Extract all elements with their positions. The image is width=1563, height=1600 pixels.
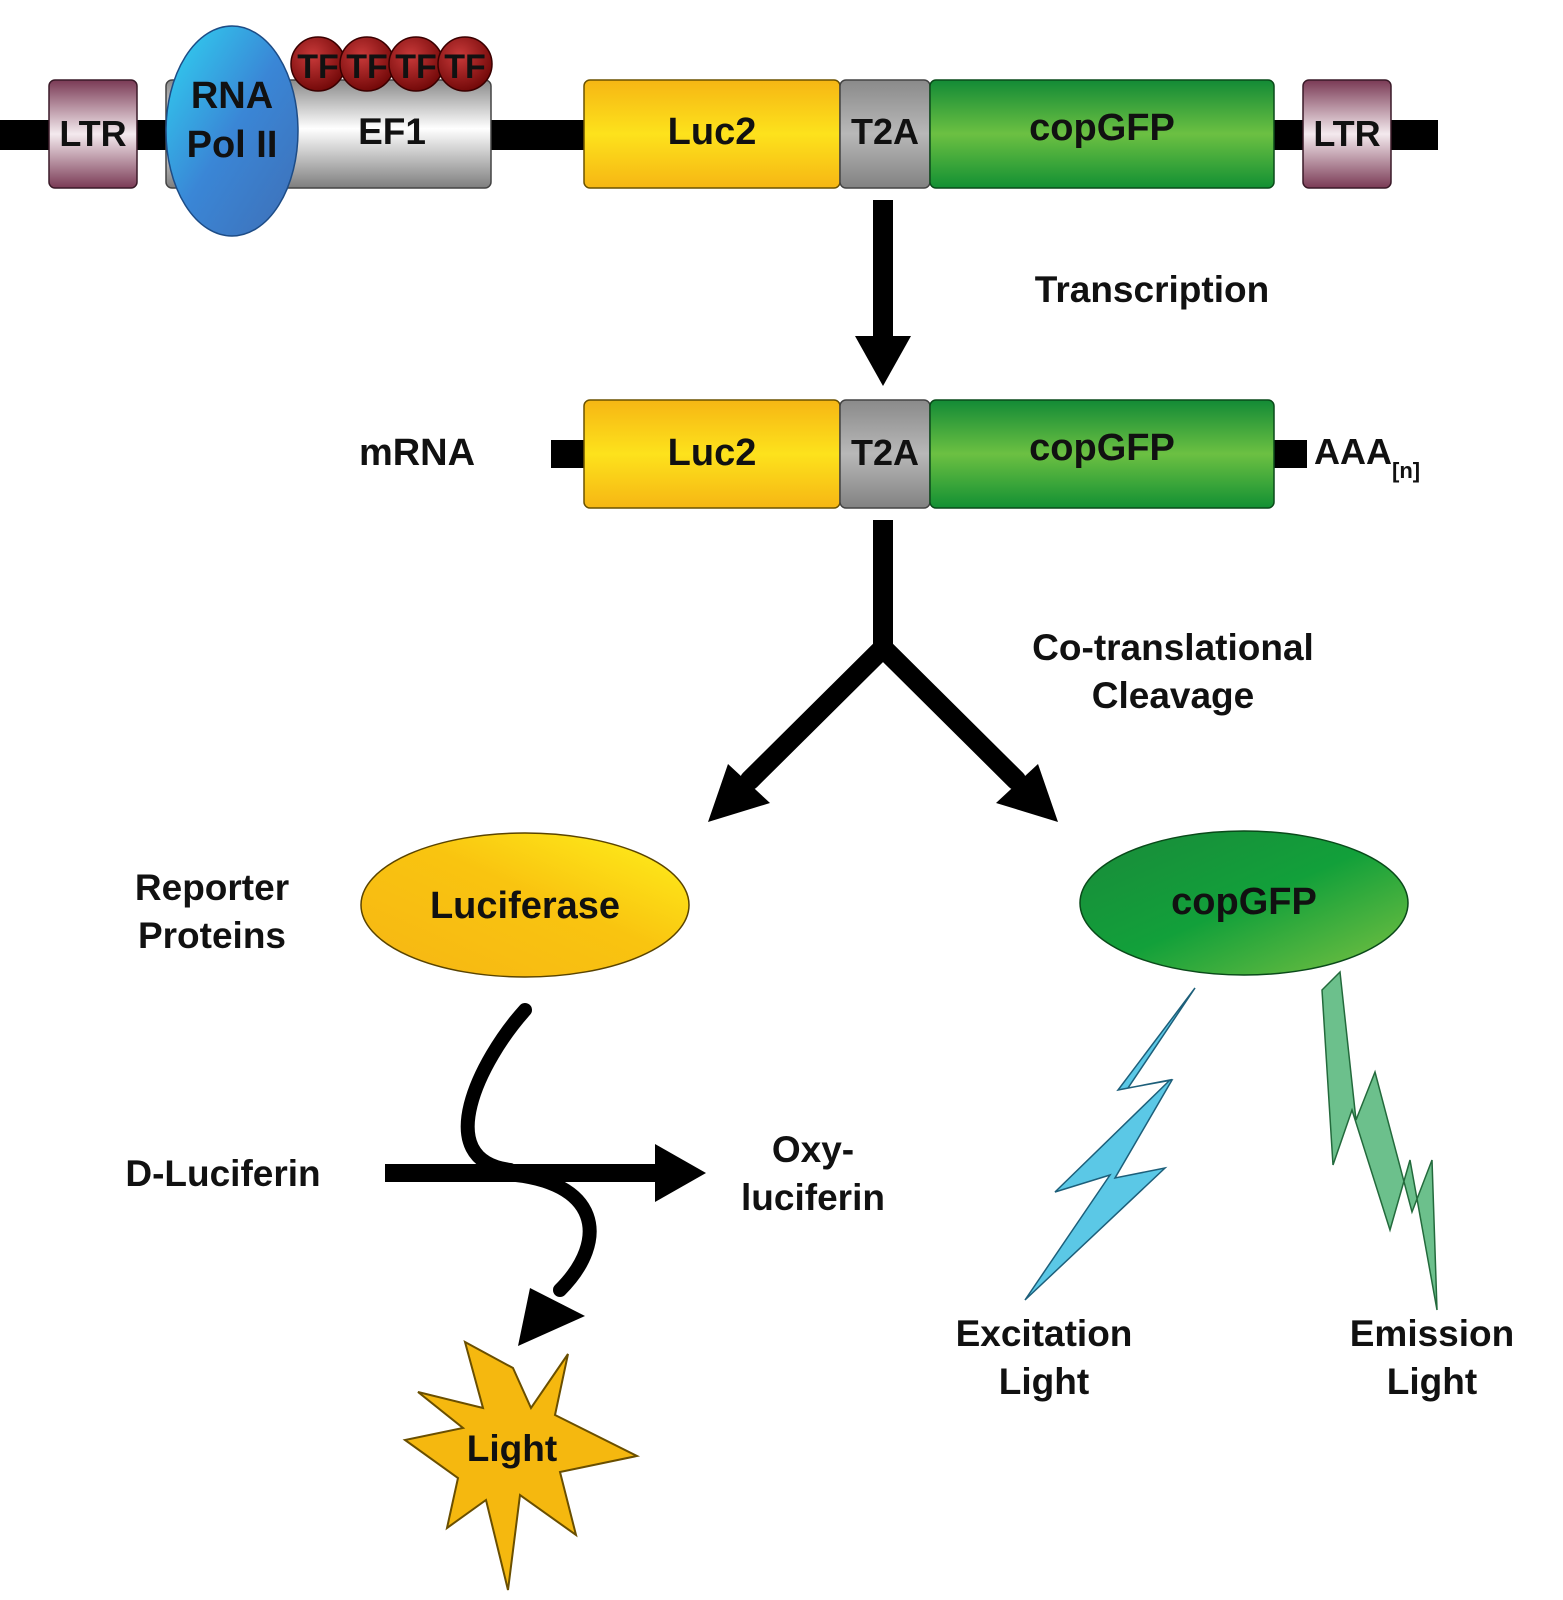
dna-construct: LTR EF1 TF TF TF TF RNA Pol II Luc2 [0,25,1438,237]
mrna-label: mRNA [359,432,475,474]
copgfp-gene-label: copGFP [1029,107,1175,149]
light-burst-star: Light [402,1340,641,1591]
oxyluciferin-label-line1: Oxy- [772,1129,854,1170]
ltr-left-box: LTR [48,79,138,189]
t2a-label: T2A [851,111,919,152]
ltr-left-label: LTR [59,113,126,154]
polya-tail-label: AAA[n] [1314,431,1420,483]
tf-label-2: TF [346,48,388,86]
emission-label-line2: Light [1387,1361,1477,1402]
ef1-promoter-label: EF1 [358,111,426,152]
tf-label-1: TF [297,48,339,86]
mrna-copgfp-label: copGFP [1029,427,1175,469]
tf-label-3: TF [395,48,437,86]
mrna-construct: mRNA Luc2 T2A copGFP AAA[n] [359,399,1420,509]
reporter-proteins-line1: Reporter [135,867,289,908]
rna-pol-label-line1: RNA [191,75,273,117]
luciferase-label: Luciferase [430,885,620,927]
mrna-luc2-label: Luc2 [668,432,757,474]
luciferase-protein-oval: Luciferase [360,832,690,978]
reporter-proteins-line2: Proteins [138,915,286,956]
copgfp-gene-box: copGFP [929,79,1275,189]
polya-subscript: [n] [1392,458,1420,483]
emission-light-bolt [1321,970,1438,1311]
ltr-right-box: LTR [1302,79,1392,189]
oxyluciferin-label-line2: luciferin [741,1177,885,1218]
mrna-copgfp-box: copGFP [929,399,1275,509]
copgfp-protein-oval: copGFP [1079,830,1409,976]
d-luciferin-label: D-Luciferin [125,1153,320,1194]
mrna-luc2-box: Luc2 [583,399,841,509]
cleavage-label-line2: Cleavage [1092,675,1255,716]
t2a-box: T2A [839,79,931,189]
transcription-arrow [855,200,911,386]
polya-text: AAA [1314,431,1392,472]
excitation-light-bolt [1024,987,1196,1301]
rna-pol-label-line2: Pol II [187,124,278,166]
transcription-factors: TF TF TF TF [290,36,493,92]
transcription-label: Transcription [1035,269,1269,310]
luc2-gene-label: Luc2 [668,111,757,153]
excitation-label-line2: Light [999,1361,1089,1402]
rna-pol-ii-oval: RNA Pol II [165,25,299,237]
cleavage-fork-arrows [708,520,1058,822]
cleavage-label-line1: Co-translational [1032,627,1314,668]
mrna-t2a-label: T2A [851,432,919,473]
excitation-label-line1: Excitation [956,1313,1133,1354]
mrna-t2a-box: T2A [839,399,931,509]
luc2-gene-box: Luc2 [583,79,841,189]
light-burst-label: Light [467,1428,557,1469]
luciferase-reaction-arrows [385,1003,706,1346]
copgfp-protein-label: copGFP [1171,881,1317,923]
ltr-right-label: LTR [1313,113,1380,154]
tf-circle-4 [437,36,493,92]
emission-label-line1: Emission [1350,1313,1515,1354]
tf-label-4: TF [444,48,486,86]
